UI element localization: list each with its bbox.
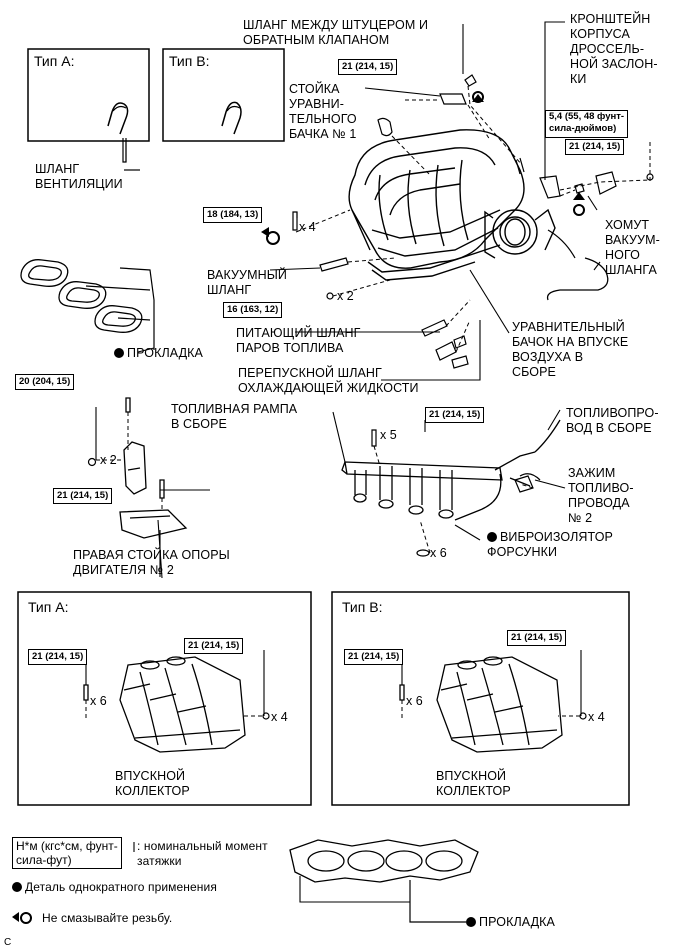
- quantity-label: x 6: [406, 694, 423, 708]
- label-intake-manifold-b: ВПУСКНОЙ КОЛЛЕКТОР: [436, 769, 511, 798]
- corner-code: C: [4, 937, 12, 948]
- torque-box: 21 (214, 15): [565, 139, 625, 155]
- legend-no-lube: Не смазывайте резьбу.: [42, 911, 173, 925]
- torque-box: 20 (204, 15): [15, 374, 75, 390]
- quantity-label: x 4: [299, 220, 316, 234]
- type-a-inset-title: Тип A:: [34, 53, 75, 69]
- non-reusable-icon: [12, 882, 22, 892]
- label-fuel-vapor-hose: ПИТАЮЩИЙ ШЛАНГ ПАРОВ ТОПЛИВА: [236, 326, 361, 355]
- torque-box: 21 (214, 15): [507, 630, 567, 646]
- label-surge-tank-assy: УРАВНИТЕЛЬНЫЙ БАЧОК НА ВПУСКЕ ВОЗДУХА В …: [512, 320, 629, 379]
- type-b-title: Тип B:: [342, 599, 383, 615]
- quantity-label: x 2: [337, 289, 354, 303]
- label-gasket-top: ПРОКЛАДКА: [114, 346, 203, 361]
- non-reusable-icon: [466, 917, 476, 927]
- legend-non-reusable-text: Деталь однократного применения: [25, 880, 217, 894]
- injector-insulator-text: ВИБРОИЗОЛЯТОР ФОРСУНКИ: [487, 530, 613, 559]
- type-a-title: Тип A:: [28, 599, 69, 615]
- torque-box: 21 (214, 15): [338, 59, 398, 75]
- quantity-label: x 5: [380, 428, 397, 442]
- torque-unit-description: : номинальный момент затяжки: [137, 839, 268, 868]
- gasket-top-text: ПРОКЛАДКА: [127, 346, 203, 360]
- non-reusable-icon: [114, 348, 124, 358]
- label-gasket-bottom: ПРОКЛАДКА: [466, 915, 555, 930]
- torque-box: 21 (214, 15): [425, 407, 485, 423]
- legend-non-reusable: Деталь однократного применения: [12, 880, 217, 895]
- label-hose-between-fitting: ШЛАНГ МЕЖДУ ШТУЦЕРОМ И ОБРАТНЫМ КЛАПАНОМ: [243, 18, 429, 47]
- torque-unit-legend-box: Н*м (кгс*см, фунт- сила-фут): [12, 837, 122, 869]
- quantity-label: x 6: [430, 546, 447, 560]
- torque-box: 21 (214, 15): [344, 649, 404, 665]
- torque-box: 21 (214, 15): [53, 488, 113, 504]
- label-fuel-line-clamp: ЗАЖИМ ТОПЛИВО- ПРОВОДА № 2: [568, 466, 634, 525]
- label-throttle-bracket: КРОНШТЕЙН КОРПУСА ДРОССЕЛЬ- НОЙ ЗАСЛОН- …: [570, 12, 658, 86]
- label-vacuum-hose-clamp: ХОМУТ ВАКУУМ- НОГО ШЛАНГА: [605, 218, 660, 277]
- label-injector-insulator: ВИБРОИЗОЛЯТОР ФОРСУНКИ: [487, 530, 613, 560]
- label-coolant-bypass-hose: ПЕРЕПУСКНОЙ ШЛАНГ ОХЛАЖДАЮЩЕЙ ЖИДКОСТИ: [238, 366, 419, 395]
- label-surge-tank-stay: СТОЙКА УРАВНИ- ТЕЛЬНОГО БАЧКА № 1: [289, 82, 357, 141]
- torque-box: 5,4 (55, 48 фунт- сила-дюймов): [545, 110, 629, 138]
- non-reusable-icon: [487, 532, 497, 542]
- label-ventilation-hose: ШЛАНГ ВЕНТИЛЯЦИИ: [35, 162, 123, 191]
- label-fuel-rail: ТОПЛИВНАЯ РАМПА В СБОРЕ: [171, 402, 298, 431]
- torque-box: 16 (163, 12): [223, 302, 283, 318]
- torque-box: 21 (214, 15): [184, 638, 244, 654]
- type-b-inset-title: Тип B:: [169, 53, 210, 69]
- quantity-label: x 2: [100, 453, 117, 467]
- label-fuel-line: ТОПЛИВОПРО- ВОД В СБОРЕ: [566, 406, 659, 435]
- gasket-bottom-text: ПРОКЛАДКА: [479, 915, 555, 929]
- torque-box: 21 (214, 15): [28, 649, 88, 665]
- quantity-label: x 4: [588, 710, 605, 724]
- label-vacuum-hose: ВАКУУМНЫЙ ШЛАНГ: [207, 268, 287, 297]
- label-engine-mount-stay: ПРАВАЯ СТОЙКА ОПОРЫ ДВИГАТЕЛЯ № 2: [73, 548, 230, 577]
- quantity-label: x 4: [271, 710, 288, 724]
- label-intake-manifold-a: ВПУСКНОЙ КОЛЛЕКТОР: [115, 769, 190, 798]
- quantity-label: x 6: [90, 694, 107, 708]
- torque-box: 18 (184, 13): [203, 207, 263, 223]
